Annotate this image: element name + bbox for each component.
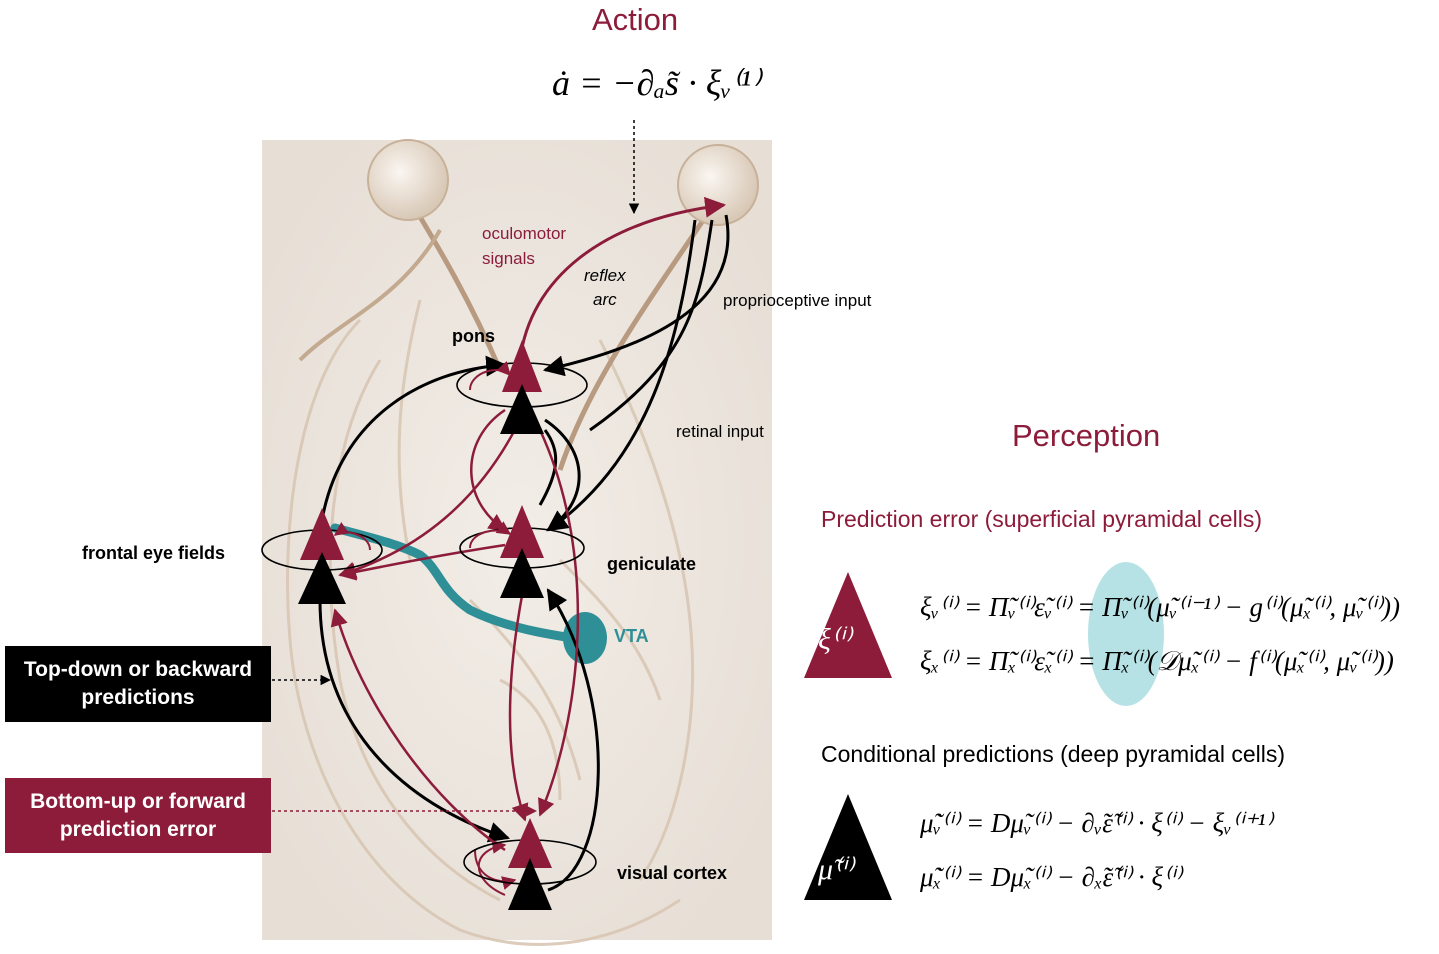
top-down-legend-line1: Top-down or backward <box>23 658 253 681</box>
geniculate-pons-arrow <box>538 429 558 506</box>
oculomotor-label-line1: oculomotor <box>482 224 567 243</box>
v1-geniculate-arrow <box>546 588 600 892</box>
bottom-up-legend: Bottom-up or forward prediction error <box>5 778 271 853</box>
fef-node <box>298 508 346 604</box>
conditional-eq-v: μ̃̇ᵥ⁽ⁱ⁾ = Dμ̃ᵥ⁽ⁱ⁾ − ∂ᵥ̃ε̃⁽ⁱ⁾ · ξ⁽ⁱ⁾ − ξᵥ… <box>920 808 1273 838</box>
pons-geniculate-error <box>470 408 507 532</box>
geniculate-node <box>500 505 544 598</box>
pons-superficial-triangle <box>502 340 542 392</box>
proprioceptive-label: proprioceptive input <box>723 291 872 310</box>
pons-label: pons <box>452 326 495 346</box>
oculomotor-arrow <box>518 196 727 361</box>
pons-deep-triangle <box>500 384 544 434</box>
top-down-legend-line2: predictions <box>81 686 195 709</box>
prediction-error-eq-v: ξᵥ⁽ⁱ⁾ = Π̃ᵥ⁽ⁱ⁾ε̃ᵥ⁽ⁱ⁾ = Π̃ᵥ⁽ⁱ⁾(μ̃ᵥ⁽ⁱ⁻¹⁾ −… <box>920 592 1401 622</box>
fef-deep-triangle <box>298 552 346 604</box>
optic-nerve-right <box>557 208 713 471</box>
reflex-arrow <box>589 219 714 432</box>
action-title: Action <box>592 2 679 37</box>
geniculate-v1-error <box>508 579 529 822</box>
geniculate-fef-error <box>338 543 506 581</box>
pons-geniculate-arrow <box>544 418 581 532</box>
xi-symbol: ξ⁽ⁱ⁾ <box>818 623 851 656</box>
retinal-label: retinal input <box>676 422 764 441</box>
v1-deep-triangle <box>508 858 552 910</box>
fef-superficial-triangle <box>300 508 344 560</box>
top-down-legend: Top-down or backward predictions <box>5 646 271 722</box>
retinal-arrow <box>546 219 697 532</box>
reflex-label-line1: reflex <box>584 266 626 285</box>
conditional-prediction-triangle <box>804 794 892 900</box>
prediction-error-eq-x: ξₓ⁽ⁱ⁾ = Π̃ₓ⁽ⁱ⁾ε̃ₓ⁽ⁱ⁾ = Π̃ₓ⁽ⁱ⁾(𝒟μ̃ₓ⁽ⁱ⁾ − … <box>920 646 1394 676</box>
v1-superficial-triangle <box>508 818 552 868</box>
bottom-up-legend-line2: prediction error <box>59 817 217 841</box>
eyeball-right <box>677 144 759 226</box>
pons-fef-error <box>338 419 522 579</box>
fef-pons-arrow <box>320 355 508 521</box>
visual-cortex-label: visual cortex <box>617 863 728 883</box>
prediction-error-triangle <box>804 572 892 678</box>
v1-fef-error <box>330 608 506 852</box>
prediction-error-heading: Prediction error (superficial pyramidal … <box>821 506 1262 532</box>
perception-title: Perception <box>1012 418 1161 453</box>
v1-error-loop2 <box>474 849 517 890</box>
conditional-eq-x: μ̃̇ₓ⁽ⁱ⁾ = Dμ̃ₓ⁽ⁱ⁾ − ∂ₓ̃ε̃⁽ⁱ⁾ · ξ⁽ⁱ⁾ <box>920 862 1182 892</box>
reflex-label-line2: arc <box>593 290 617 309</box>
pons-v1-error <box>538 429 580 817</box>
oculomotor-label-line2: signals <box>482 249 535 268</box>
frontal-eye-fields-label: frontal eye fields <box>82 543 226 563</box>
geniculate-label: geniculate <box>607 554 697 574</box>
conditional-heading: Conditional predictions (deep pyramidal … <box>821 741 1286 767</box>
precision-highlight <box>1088 562 1164 706</box>
vta-nucleus <box>563 612 607 664</box>
geniculate-superficial-triangle <box>500 505 544 558</box>
mu-symbol: μ̃⁽ⁱ⁾ <box>818 853 854 886</box>
vta-projection <box>330 523 590 645</box>
v1-node <box>508 818 552 910</box>
eyeball-left <box>367 139 449 221</box>
geniculate-deep-triangle <box>500 548 544 598</box>
pons-node <box>500 340 544 434</box>
action-equation: ȧ = −∂ₐs̃ · ξᵥ⁽¹⁾ <box>552 63 760 103</box>
bottom-up-legend-line1: Bottom-up or forward <box>30 789 246 813</box>
vta-label: VTA <box>614 626 649 646</box>
brain-anatomy <box>286 299 695 946</box>
